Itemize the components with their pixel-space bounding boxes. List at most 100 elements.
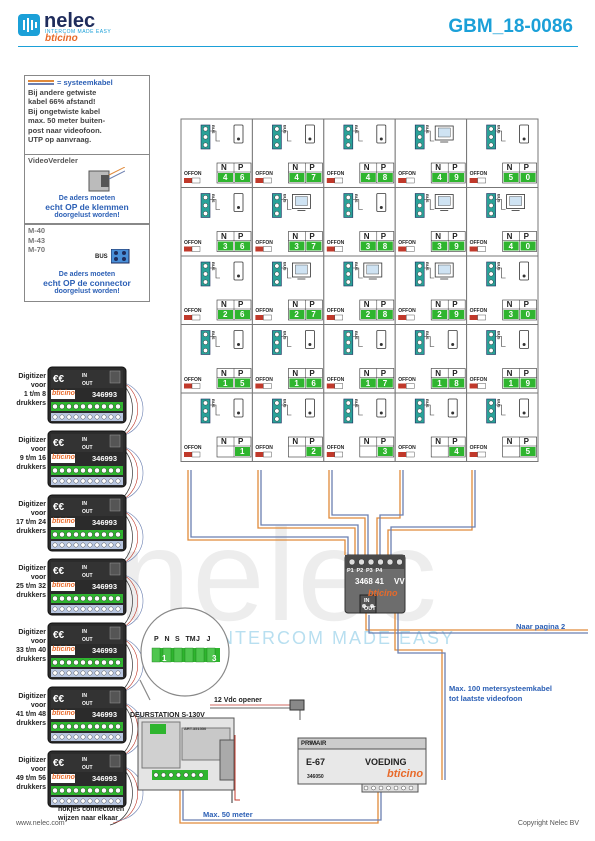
p-label: P xyxy=(523,300,529,309)
bus-wire xyxy=(210,336,220,347)
switch-on-icon xyxy=(191,314,201,321)
digitizer-out-label: OUT xyxy=(82,701,93,707)
digitizer-terminal xyxy=(73,531,79,538)
bus-label: BUS xyxy=(425,125,431,134)
switch-off-label: OFF xyxy=(184,239,194,246)
switch-on-label: ON xyxy=(194,308,202,314)
n-digit: 2 xyxy=(223,310,228,319)
bus-terminal xyxy=(488,340,494,345)
p-digit-bg xyxy=(235,447,250,456)
dip-switch xyxy=(173,647,183,663)
digitizer-brand: bticino xyxy=(52,390,75,397)
digitizer-connector-icon xyxy=(109,498,121,512)
digitizer-model: 346993 xyxy=(92,646,118,655)
monitor-model: M-70 xyxy=(28,245,46,254)
n-digit: 2 xyxy=(365,310,371,319)
system-cable xyxy=(179,760,379,824)
system-cable xyxy=(234,735,240,801)
digitizer-connector-icon xyxy=(109,754,121,768)
digitizer-terminal xyxy=(101,595,107,602)
bus-terminal xyxy=(345,263,351,269)
p-digit: 7 xyxy=(382,378,388,388)
p-digit: 9 xyxy=(454,310,459,319)
dip-switch xyxy=(195,647,205,663)
dip-switch xyxy=(162,647,172,663)
digitizer-model: 346993 xyxy=(92,710,118,719)
digitizer-terminal xyxy=(80,787,86,794)
p-digit-bg xyxy=(306,173,322,182)
bus-terminal xyxy=(417,332,423,337)
door-station-model: ART.351550 xyxy=(184,726,207,731)
bus-terminal xyxy=(417,195,423,200)
monitor-note: echt OP de connector xyxy=(43,278,131,288)
switch-on-icon xyxy=(263,246,272,252)
digitizer-terminal xyxy=(115,798,121,804)
bus-wire xyxy=(495,199,506,210)
bus-label: BUS xyxy=(353,193,359,202)
legend-cable-line: Bij andere getwiste xyxy=(28,87,97,97)
psu-primary-label: PRIMAIR xyxy=(301,741,327,747)
bus-terminal xyxy=(203,203,208,208)
switch-off-label: OFF xyxy=(469,239,480,246)
digitizer-out-label: OUT xyxy=(82,573,93,579)
bus-terminal xyxy=(488,271,494,277)
door-station-terminal xyxy=(150,724,166,734)
switch-on-label: ON xyxy=(194,171,202,177)
p-digit: 9 xyxy=(454,173,459,182)
switch-off-label: OFF xyxy=(398,376,409,383)
bus-terminal xyxy=(345,400,351,406)
bus-terminal xyxy=(488,126,494,132)
n-digit-bg xyxy=(289,241,305,251)
n-digit-bg xyxy=(218,173,233,182)
n-label: N xyxy=(363,231,370,241)
bus-label: BUS xyxy=(282,125,288,134)
digitizer-label: voor xyxy=(30,638,46,645)
digitizer-brand: bticino xyxy=(52,518,75,525)
n-digit-bg xyxy=(432,173,448,182)
digitizer-in-label: IN xyxy=(82,501,87,507)
p-digit-bg xyxy=(306,241,322,251)
switch-off-label: OFF xyxy=(255,308,266,314)
bus-label: BUS xyxy=(353,262,359,271)
dip-label: P xyxy=(154,636,159,643)
switch-off-label: OFF xyxy=(255,376,266,383)
n-digit: 4 xyxy=(508,241,514,251)
digitizer-terminal xyxy=(52,787,58,794)
bus-terminal xyxy=(417,134,423,140)
cable-icon xyxy=(28,79,54,85)
switch-on-label: ON xyxy=(265,376,273,383)
system-cable xyxy=(257,470,356,555)
p-digit: 5 xyxy=(240,378,245,388)
digitizer-model: 346993 xyxy=(92,518,118,527)
switch-on-icon xyxy=(263,451,272,458)
n-label: N xyxy=(506,163,513,172)
handset-button xyxy=(237,274,240,278)
videophone-screen xyxy=(438,196,451,206)
switch-off-icon xyxy=(398,246,407,252)
digitizer-terminal-strip-2 xyxy=(51,413,123,421)
handset-button xyxy=(308,411,312,415)
digitizer-terminal xyxy=(59,734,65,740)
bus-label: BUS xyxy=(211,399,216,408)
bus-terminal xyxy=(274,279,280,285)
digitizer-stack: €€€€€€€€€€€€€€ xyxy=(47,366,127,808)
handset-icon xyxy=(233,330,244,349)
psu-terminal xyxy=(386,785,391,791)
digitizer-label: voor xyxy=(30,382,46,389)
digitizer-terminal xyxy=(52,531,58,538)
videophone-screen xyxy=(438,127,451,138)
bus-terminal xyxy=(274,271,280,277)
n-digit: 2 xyxy=(294,310,299,319)
digitizer-label: voor xyxy=(30,446,46,453)
digitizer-terminal xyxy=(101,542,107,548)
digitizer-terminal xyxy=(73,606,79,612)
system-cable xyxy=(331,470,369,555)
switch-off-label: OFF xyxy=(398,445,409,451)
brand-name: nelec xyxy=(44,10,96,32)
n-digit: 3 xyxy=(508,310,514,319)
p-label: P xyxy=(309,231,315,241)
switch-on-label: ON xyxy=(479,308,488,314)
n-digit: 1 xyxy=(437,378,442,388)
digitizer-terminal xyxy=(52,670,58,676)
footer-url: www.nelec.com xyxy=(16,820,65,827)
